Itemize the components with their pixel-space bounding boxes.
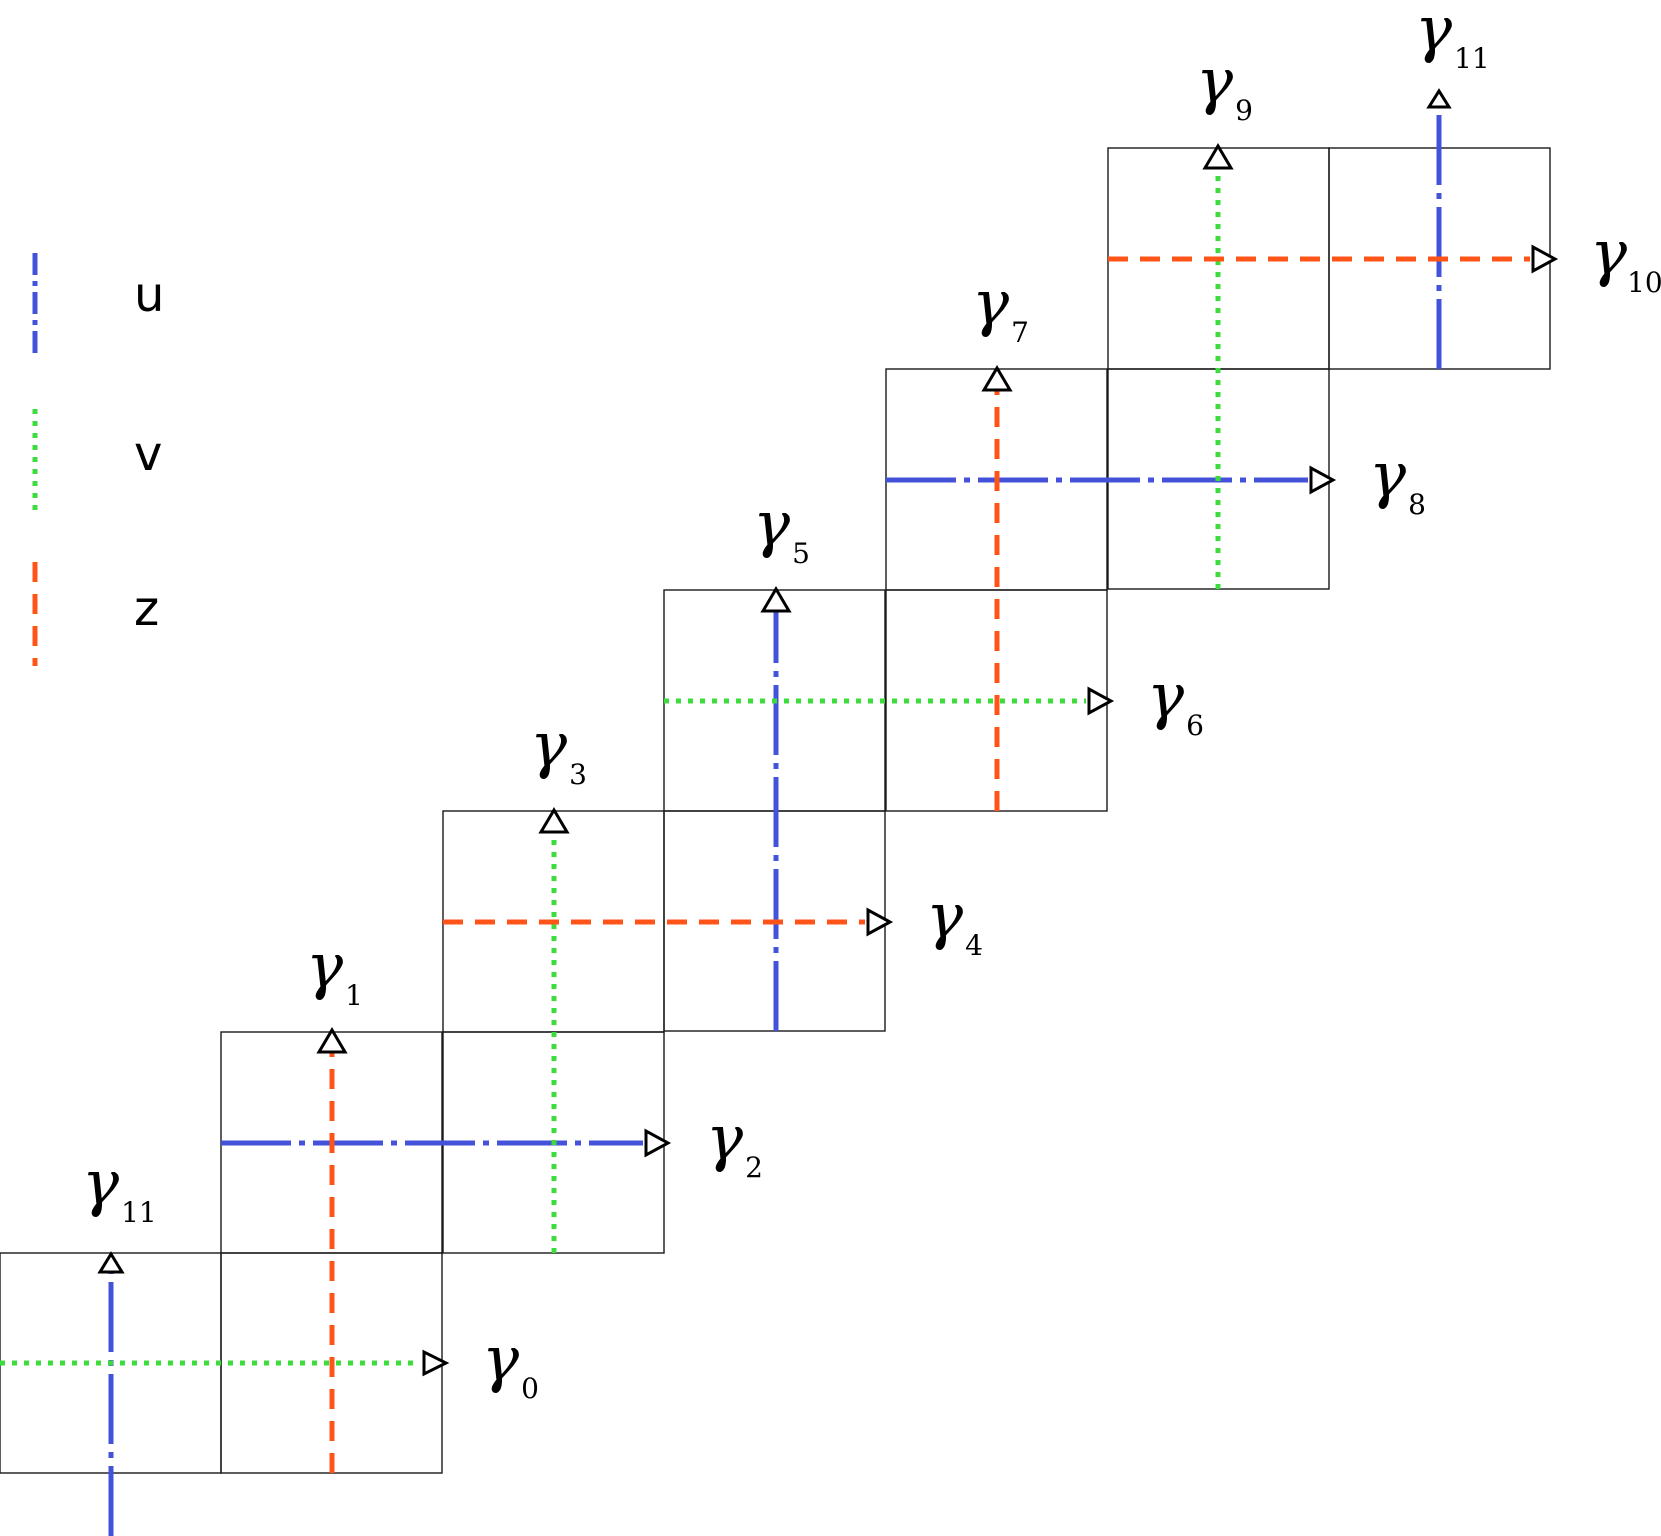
arrow-right-icon — [422, 1349, 450, 1377]
label-gamma-5: γ5 — [753, 487, 810, 570]
label-gamma-11-lower: γ11 — [82, 1146, 157, 1229]
gamma-labels: γ0 γ1 γ2 γ3 γ4 γ5 γ6 γ7 γ8 γ9 γ10 — [82, 0, 1661, 1405]
arrowheads — [97, 88, 1559, 1377]
legend-v-label: v — [134, 426, 162, 482]
arrow-right-icon — [644, 1128, 672, 1158]
arrow-up-icon — [1202, 143, 1234, 170]
arrow-up-icon — [316, 1027, 348, 1054]
legend: u v z — [32, 253, 164, 666]
arrow-up-icon — [760, 586, 792, 613]
arrow-up-icon — [97, 1251, 125, 1274]
arrow-right-icon — [1531, 244, 1559, 274]
label-gamma-10: γ10 — [1590, 216, 1661, 299]
label-gamma-9: γ9 — [1196, 44, 1253, 127]
legend-u-label: u — [134, 267, 164, 323]
label-gamma-8: γ8 — [1369, 438, 1426, 521]
arrow-right-icon — [1309, 465, 1337, 495]
label-gamma-11-upper: γ11 — [1415, 0, 1490, 75]
arrow-up-icon — [981, 365, 1013, 392]
arrow-right-icon — [1087, 686, 1115, 716]
legend-z-label: z — [134, 581, 159, 637]
paths — [0, 107, 1530, 1536]
label-gamma-4: γ4 — [926, 879, 983, 962]
arrow-up-icon — [1426, 88, 1452, 109]
label-gamma-6: γ6 — [1147, 659, 1204, 742]
label-gamma-2: γ2 — [706, 1101, 763, 1184]
label-gamma-3: γ3 — [530, 708, 587, 791]
label-gamma-1: γ1 — [306, 929, 363, 1012]
label-gamma-7: γ7 — [972, 266, 1029, 349]
arrow-up-icon — [538, 807, 570, 834]
arrow-right-icon — [866, 907, 894, 937]
label-gamma-0: γ0 — [482, 1322, 539, 1405]
